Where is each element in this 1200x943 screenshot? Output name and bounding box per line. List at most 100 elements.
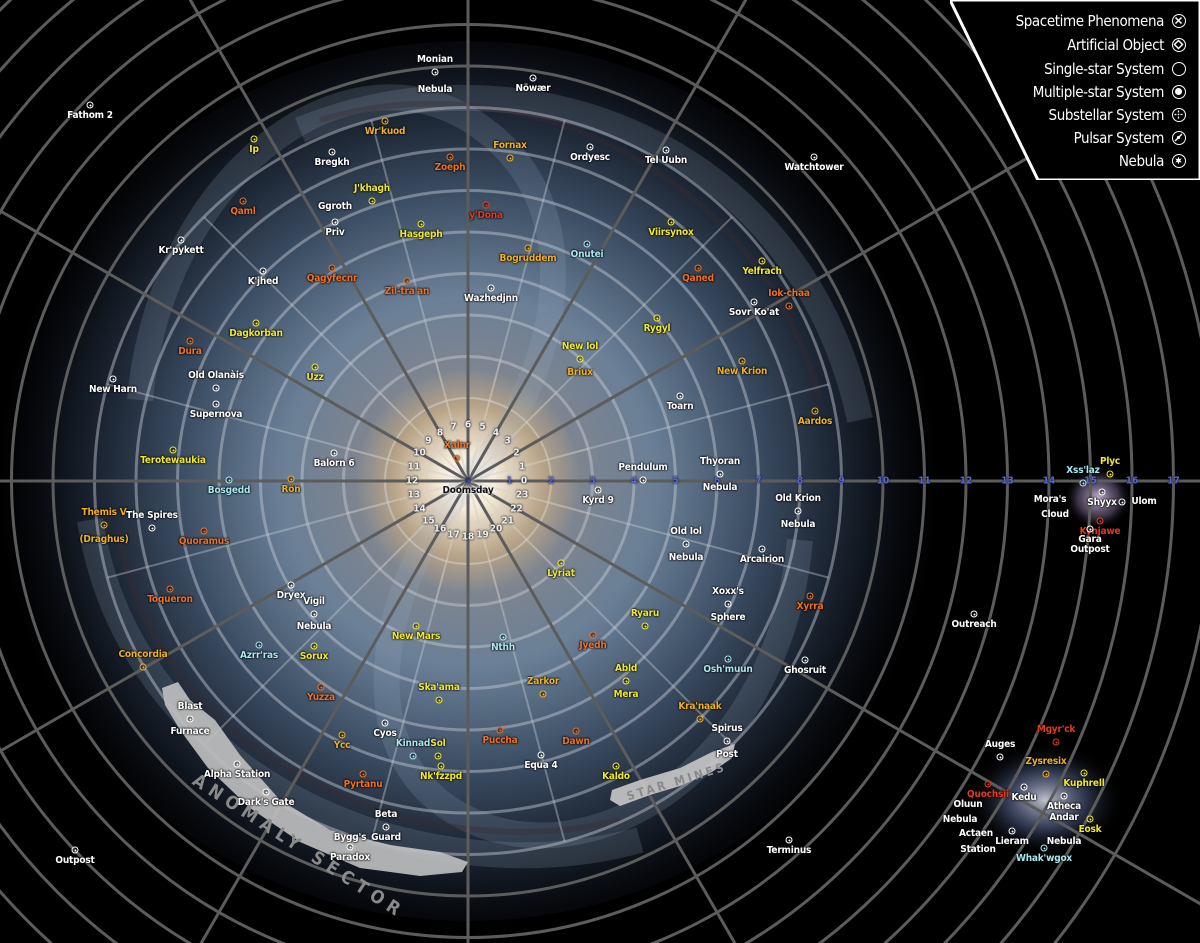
system-label-kynjawe[interactable]: Kynjawe: [1079, 526, 1121, 537]
system-label-wr-kuod[interactable]: Wr'kuod: [364, 126, 406, 137]
system-label-pyrtanu[interactable]: Pyrtanu: [343, 779, 383, 790]
shyyx-marker-icon[interactable]: [1098, 488, 1106, 496]
system-label-k-jhed[interactable]: K'jhed: [247, 276, 279, 287]
ryaru-marker-icon[interactable]: [641, 622, 649, 630]
system-label-sorux[interactable]: Sorux: [299, 651, 329, 662]
system-label-doomsday[interactable]: Doomsday: [442, 485, 494, 496]
system-label-guard[interactable]: Guard: [371, 832, 401, 843]
old-iol-marker-icon[interactable]: [682, 540, 690, 548]
system-label-bosgedd[interactable]: Bosgedd: [207, 485, 251, 496]
wazhedjnn-marker-icon[interactable]: [487, 284, 495, 292]
system-label-sphere[interactable]: Sphere: [710, 612, 746, 623]
system-label-fornax[interactable]: Fornax: [493, 140, 527, 151]
spirus-marker-icon[interactable]: [723, 737, 731, 745]
system-label-r-n[interactable]: Rön: [281, 484, 301, 495]
arcairion-marker-icon[interactable]: [758, 545, 766, 553]
xalnr-marker-icon[interactable]: [453, 454, 461, 462]
bregkh-marker-icon[interactable]: [328, 148, 336, 156]
system-label-new-iol[interactable]: New Iol: [561, 341, 599, 352]
qagyfecnr-marker-icon[interactable]: [328, 264, 336, 272]
doomsday-marker-icon[interactable]: [464, 476, 472, 484]
system-label-ip[interactable]: Ip: [249, 144, 259, 155]
cyos-marker-icon[interactable]: [381, 719, 389, 727]
system-label-xyrra[interactable]: Xyrra: [796, 601, 824, 612]
system-label-outreach[interactable]: Outreach: [951, 619, 997, 630]
outpost-marker-icon[interactable]: [71, 846, 79, 854]
system-label-cyos[interactable]: Cyos: [373, 728, 397, 739]
system-label-toarn[interactable]: Toarn: [666, 401, 694, 412]
system-label-rygyl[interactable]: Rygyl: [643, 323, 671, 334]
system-label-toqueron[interactable]: Toqueron: [147, 594, 193, 605]
system-label-ghosruit[interactable]: Ghosruit: [784, 665, 826, 676]
system-label-kr-pykett[interactable]: Kr'pykett: [158, 245, 204, 256]
system-label-puccha[interactable]: Puccha: [482, 735, 518, 746]
system-label-nebula[interactable]: Nebula: [780, 519, 816, 530]
system-label-kra-naak[interactable]: Kra'naak: [678, 701, 722, 712]
system-label-iok-chaa[interactable]: Iok-chaa: [768, 288, 810, 299]
system-label-bogruddem[interactable]: Bogruddem: [499, 253, 557, 264]
old-krion-marker-icon[interactable]: [794, 507, 802, 515]
j-khagh-marker-icon[interactable]: [368, 197, 376, 205]
system-label-mera[interactable]: Mera: [613, 689, 639, 700]
priv-marker-icon[interactable]: [331, 218, 339, 226]
quoramus-marker-icon[interactable]: [200, 527, 208, 535]
abld-marker-icon[interactable]: [622, 677, 630, 685]
system-label-gara[interactable]: Gara: [1078, 534, 1102, 545]
system-label-ryaru[interactable]: Ryaru: [630, 608, 660, 619]
system-label-monian[interactable]: Monian: [417, 54, 453, 65]
blast-marker-icon[interactable]: [186, 715, 194, 723]
system-label-terotewaukia[interactable]: Terotewaukia: [140, 455, 206, 466]
system-label-quoramus[interactable]: Quoramus: [178, 536, 230, 547]
system-label-new-krion[interactable]: New Krion: [716, 366, 768, 377]
bogruddem-marker-icon[interactable]: [524, 244, 532, 252]
system-label-wazhedjnn[interactable]: Wazhedjnn: [464, 293, 518, 304]
concordia-marker-icon[interactable]: [139, 663, 147, 671]
system-label-alpha-station[interactable]: Alpha Station: [203, 769, 271, 780]
system-label-oluun[interactable]: Oluun: [953, 799, 983, 810]
vigil-marker-icon[interactable]: [310, 610, 318, 618]
system-label-xoxx-s[interactable]: Xoxx's: [712, 586, 744, 597]
system-label-furnace[interactable]: Furnace: [170, 726, 210, 737]
system-label-thyoran[interactable]: Thyoran: [699, 456, 741, 467]
xoxx-s-marker-icon[interactable]: [724, 600, 732, 608]
supernova-marker-icon[interactable]: [212, 400, 220, 408]
yelfrach-marker-icon[interactable]: [758, 257, 766, 265]
jyedh-marker-icon[interactable]: [589, 631, 597, 639]
azrr-ras-marker-icon[interactable]: [255, 641, 263, 649]
system-label-y-dona[interactable]: y'Dona: [469, 210, 503, 221]
system-label-ordyesc[interactable]: Ordyesc: [570, 152, 610, 163]
system-label-nebula[interactable]: Nebula: [702, 482, 738, 493]
system-label-nebula[interactable]: Nebula: [668, 552, 704, 563]
system-label-xalnr[interactable]: Xalnr: [444, 440, 470, 451]
system-label-supernova[interactable]: Supernova: [189, 409, 243, 420]
n-w-r-marker-icon[interactable]: [529, 74, 537, 82]
system-label-nthh[interactable]: Nthh: [491, 642, 515, 653]
system-label-hasgeph[interactable]: Hasgeph: [399, 229, 443, 240]
system-label-spirus[interactable]: Spirus: [711, 723, 743, 734]
kyrd-9-marker-icon[interactable]: [594, 486, 602, 494]
zarkor-marker-icon[interactable]: [539, 690, 547, 698]
system-label-plyc[interactable]: Plyc: [1099, 456, 1121, 467]
system-label-zarkor[interactable]: Zarkor: [526, 676, 560, 687]
zysresix-marker-icon[interactable]: [1042, 770, 1050, 778]
zil-tra-an-marker-icon[interactable]: [403, 277, 411, 285]
system-label-new-mars[interactable]: New Mars: [391, 631, 441, 642]
system-label-themis-v[interactable]: Themis V: [81, 507, 127, 518]
bosgedd-marker-icon[interactable]: [225, 476, 233, 484]
system-label-paradox[interactable]: Paradox: [330, 852, 370, 863]
system-label-n-w-r[interactable]: Nöwær: [515, 83, 551, 94]
iok-chaa-marker-icon[interactable]: [785, 302, 793, 310]
system-label-sovr-ko-at[interactable]: Sovr Ko'at: [728, 307, 780, 318]
gara-marker-icon[interactable]: [1086, 525, 1094, 533]
system-label-vigil[interactable]: Vigil: [303, 596, 325, 607]
ska-ama-marker-icon[interactable]: [435, 696, 443, 704]
system-label-old-krion[interactable]: Old Krion: [775, 493, 821, 504]
system-label-kuphrell[interactable]: Kuphrell: [1063, 778, 1105, 789]
ulom-marker-icon[interactable]: [1118, 498, 1126, 506]
system-label-priv[interactable]: Priv: [325, 227, 345, 238]
toqueron-marker-icon[interactable]: [166, 585, 174, 593]
system-label-lyriat[interactable]: Lyriat: [547, 568, 575, 579]
system-label-dryex[interactable]: Dryex: [276, 590, 306, 601]
the-spires-marker-icon[interactable]: [148, 524, 156, 532]
kra-naak-marker-icon[interactable]: [696, 715, 704, 723]
